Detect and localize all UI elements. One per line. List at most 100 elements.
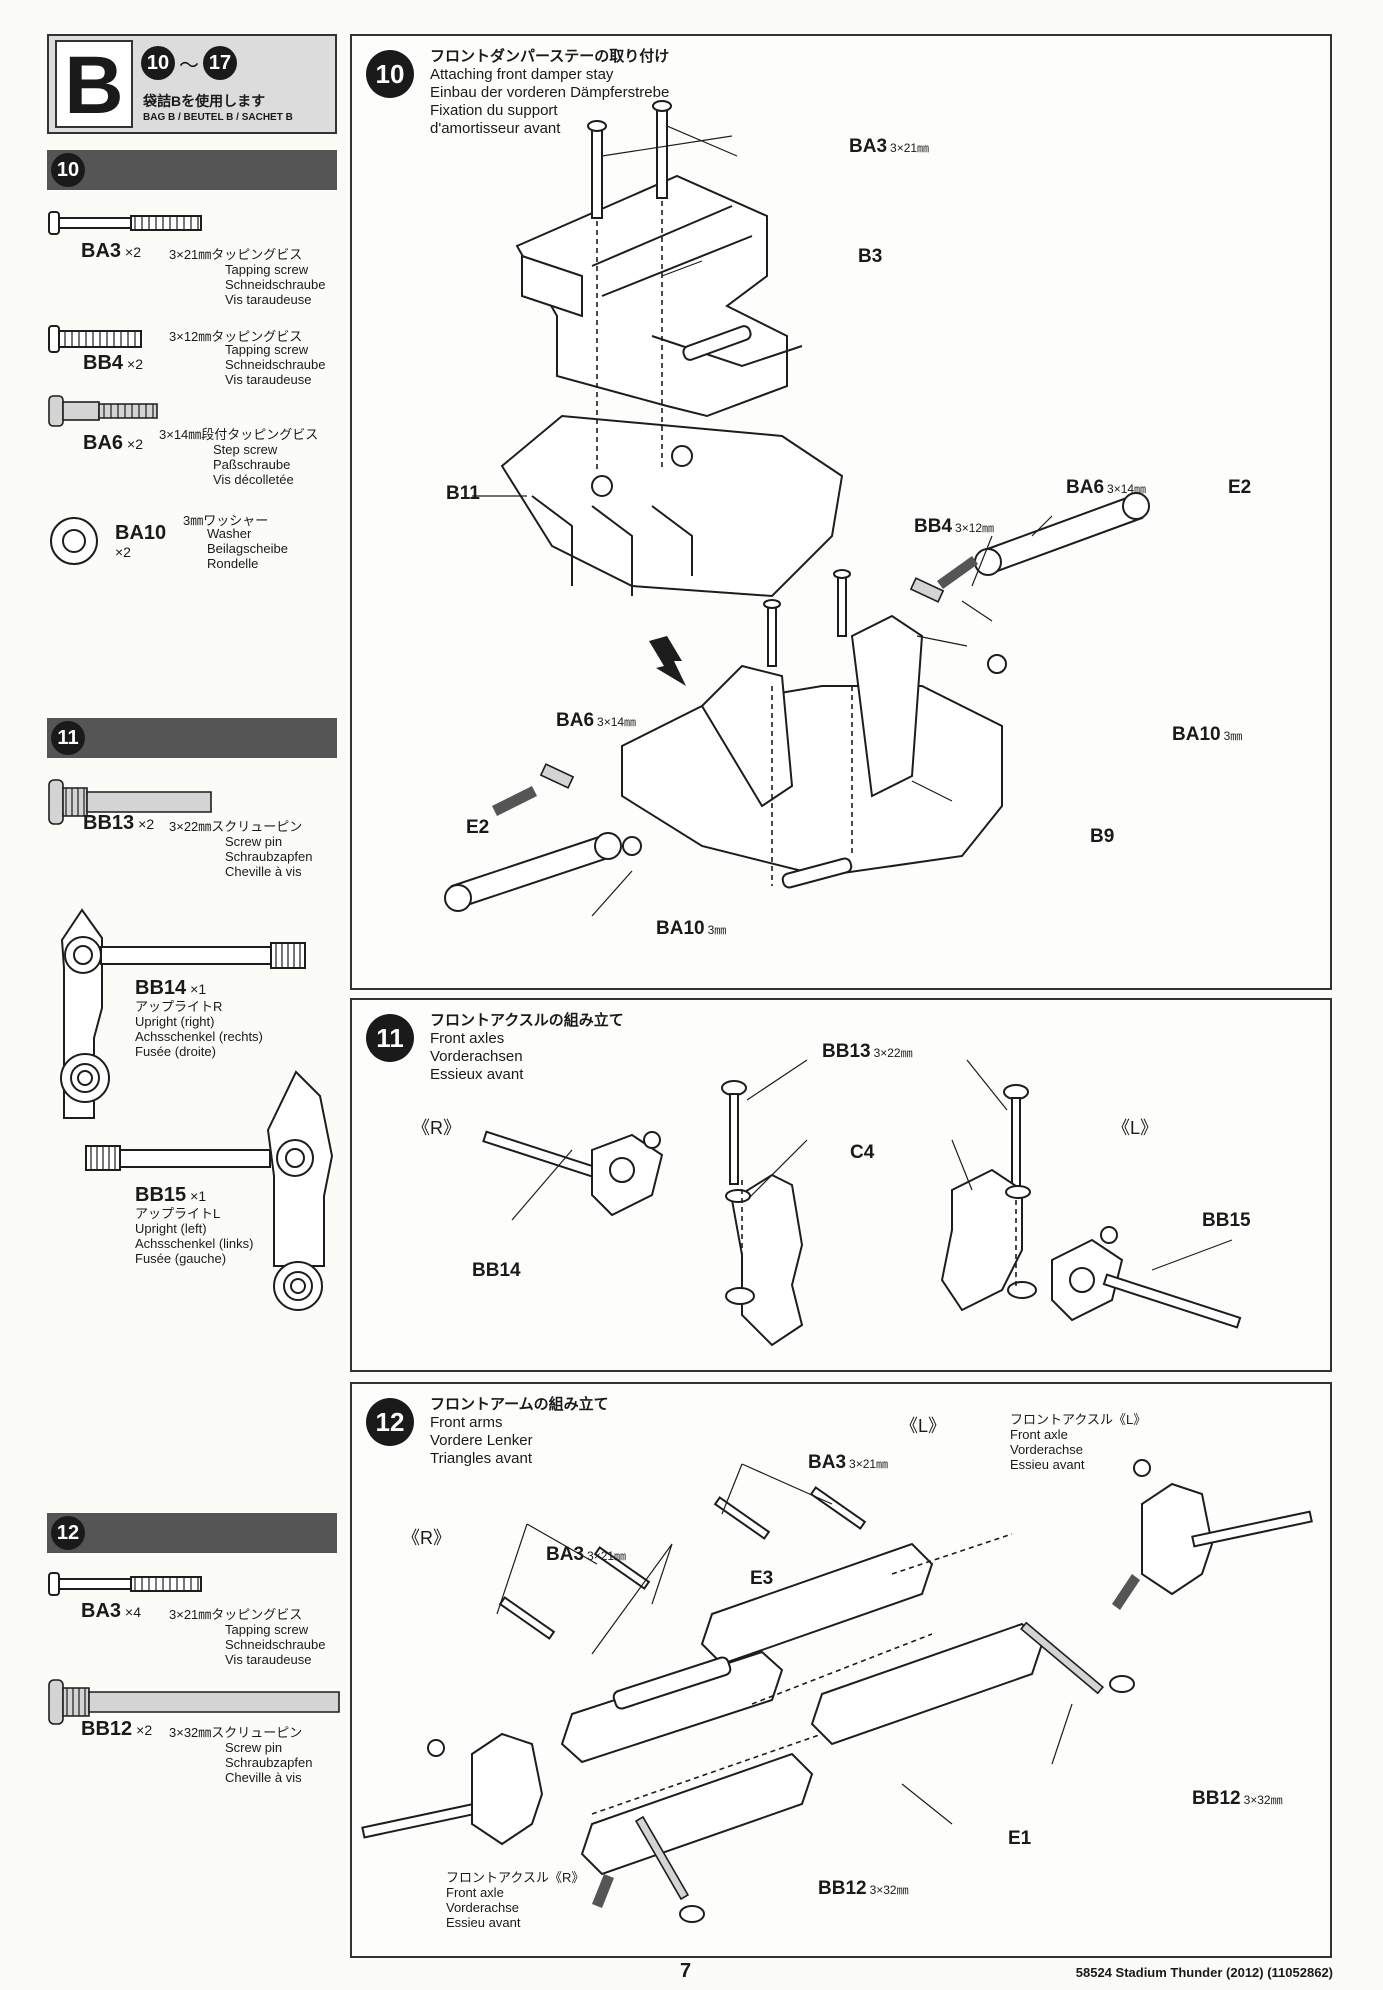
ba3-screw-part bbox=[587, 100, 672, 219]
front-arm-e1-part bbox=[580, 1622, 1044, 1876]
part-callout: BB14 bbox=[472, 1260, 521, 1281]
leader-line bbox=[496, 1463, 1073, 1825]
step-badge: 11 bbox=[51, 721, 85, 755]
part-callout: E2 bbox=[1228, 477, 1252, 498]
part-callout: B9 bbox=[1090, 826, 1115, 847]
front-axle-left-part bbox=[1133, 1459, 1313, 1596]
part-callout: C4 bbox=[850, 1142, 875, 1163]
part-code: BB13×2 bbox=[83, 812, 155, 834]
part-callout: E2 bbox=[466, 817, 490, 838]
ba6-screw-part bbox=[539, 577, 1007, 856]
tapping-screw-icon bbox=[48, 1572, 202, 1596]
step-badge: 12 bbox=[366, 1398, 414, 1446]
axle-label-right: フロントアクスル《R》 Front axle Vorderachse Essie… bbox=[446, 1870, 585, 1930]
step-12-diagram bbox=[361, 1459, 1313, 1923]
tapping-screw-icon bbox=[48, 211, 202, 235]
part-code: BB4×2 bbox=[83, 352, 143, 374]
upper-bulkhead-b9-part bbox=[621, 614, 1003, 889]
part-name-jp: 3×32㎜スクリューピン bbox=[169, 1725, 303, 1740]
part-callout: B11 bbox=[446, 483, 480, 504]
part-code: BB14×1 bbox=[135, 977, 207, 999]
part-name-jp: 3×21㎜タッピングビス bbox=[169, 1607, 303, 1622]
part-code: BA3×2 bbox=[81, 240, 141, 262]
part-callout: B3 bbox=[858, 246, 883, 267]
bag-step-range: 10 〜 17 bbox=[141, 46, 237, 80]
part-qty: ×2 bbox=[115, 544, 131, 560]
step-badge: 17 bbox=[203, 46, 237, 80]
short-tapping-screw-icon bbox=[48, 325, 142, 353]
step-screw-icon bbox=[48, 395, 158, 427]
pointer-arrow-icon bbox=[1112, 1574, 1140, 1610]
damper-rod-e2-part bbox=[444, 492, 1150, 912]
part-code: BA3×4 bbox=[81, 1600, 141, 1622]
leader-line bbox=[511, 1059, 1233, 1271]
part-callout: E3 bbox=[750, 1568, 774, 1589]
side-label-right: 《R》 bbox=[412, 1118, 461, 1138]
screw-pin-icon bbox=[48, 779, 212, 825]
down-arrow-icon bbox=[649, 636, 686, 686]
step-10-diagram bbox=[444, 100, 1150, 917]
panel-title: フロントアームの組み立て Front arms Vordere Lenker T… bbox=[430, 1396, 609, 1467]
ba3-screw-part bbox=[498, 1486, 867, 1640]
pointer-arrow-icon bbox=[492, 786, 537, 816]
panel-title: フロントダンパーステーの取り付け Attaching front damper … bbox=[430, 48, 670, 137]
washer-icon bbox=[50, 517, 98, 565]
range-separator: 〜 bbox=[179, 54, 199, 77]
pointer-arrow-icon bbox=[937, 556, 978, 589]
step-badge: 10 bbox=[366, 50, 414, 98]
bb4-screw-part bbox=[763, 569, 851, 667]
step-badge: 10 bbox=[141, 46, 175, 80]
bag-header: B 10 〜 17 袋詰Bを使用します BAG B / BEUTEL B / S… bbox=[47, 34, 337, 134]
upright-right-icon bbox=[60, 908, 306, 1119]
axle-label-left: フロントアクスル《L》 Front axle Vorderachse Essie… bbox=[1010, 1412, 1147, 1472]
part-name-jp: 3×21㎜タッピングビス bbox=[169, 247, 303, 262]
bb15-upright-part bbox=[1051, 1226, 1242, 1329]
step-11-diagram bbox=[482, 1059, 1242, 1347]
side-label-left: 《L》 bbox=[900, 1416, 947, 1436]
part-code: BA6×2 bbox=[83, 432, 143, 454]
bb13-screw-pin-part bbox=[721, 1080, 1029, 1189]
step-10-panel: 10 フロントダンパーステーの取り付け Attaching front damp… bbox=[350, 34, 1332, 990]
panel-title: フロントアクスルの組み立て Front axles Vorderachsen E… bbox=[430, 1012, 624, 1083]
screw-pin-icon bbox=[48, 1679, 340, 1725]
part-code: BA10 bbox=[115, 522, 167, 544]
bb12-screw-pin-part bbox=[634, 1621, 1135, 1923]
pointer-arrow-icon bbox=[592, 1874, 614, 1908]
side-label-right: 《R》 bbox=[402, 1528, 451, 1548]
front-arm-e3-part bbox=[560, 1542, 934, 1764]
part-name-jp: 3㎜ワッシャー bbox=[183, 513, 269, 528]
step-11-panel: 11 フロントアクスルの組み立て Front axles Vorderachse… bbox=[350, 998, 1332, 1372]
front-axle-right-part bbox=[361, 1732, 544, 1846]
document-reference: 58524 Stadium Thunder (2012) (11052862) bbox=[1075, 1965, 1333, 1980]
part-code: BB12×2 bbox=[81, 1718, 153, 1740]
step-badge: 12 bbox=[51, 1516, 85, 1550]
